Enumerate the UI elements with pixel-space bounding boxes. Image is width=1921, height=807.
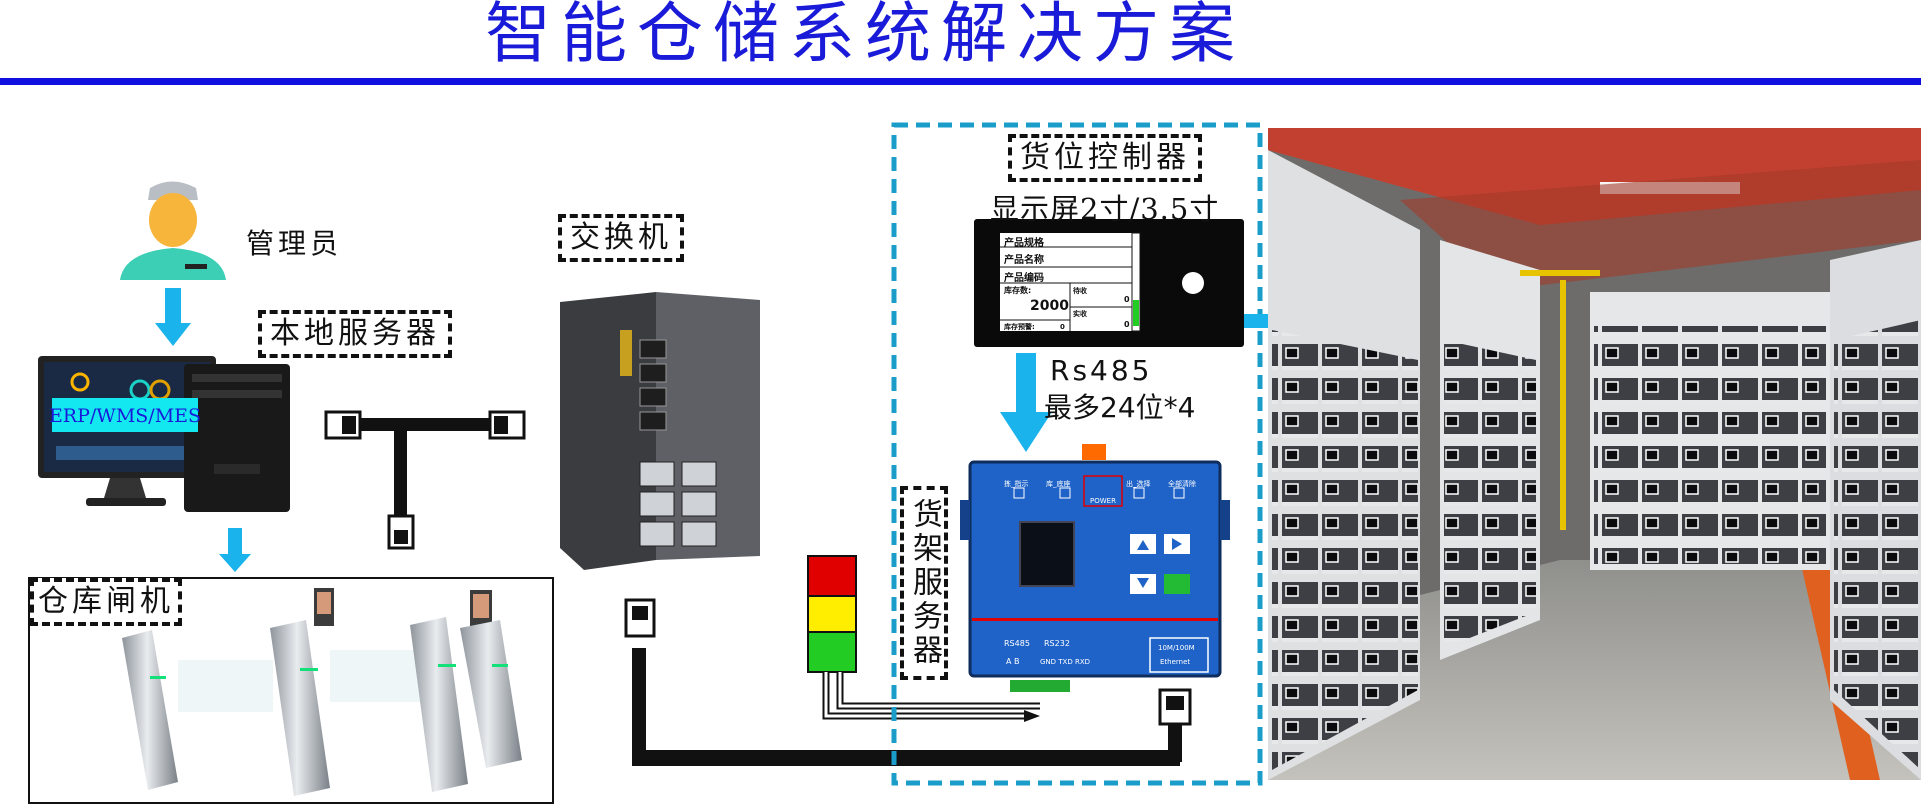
screen-stock-value: 2000 (1030, 298, 1069, 314)
device-eth-speed: 10M/100M (1158, 644, 1195, 652)
device-button-2-label: 库_底座 (1046, 479, 1071, 488)
page-title: 智能仓储系统解决方案 (485, 0, 1245, 72)
controller-zone-border (891, 122, 1263, 786)
signal-light-icon (807, 555, 1040, 722)
network-switch-icon (560, 292, 760, 570)
device-rs232-port: RS232 (1044, 639, 1070, 648)
screen-bottom-label: 库存预警: (1004, 322, 1035, 331)
device-button-4-label: 全部清除 (1168, 479, 1196, 488)
ethernet-cable-bottom (624, 598, 1192, 766)
screen-row-name: 产品名称 (1004, 253, 1044, 266)
screen-bottom-value: 0 (1060, 323, 1065, 331)
device-serial-pins: GND TXD RXD (1040, 658, 1090, 666)
turnstile-gate-icon (122, 588, 522, 796)
device-rs485-port: RS485 (1004, 639, 1030, 648)
arrow-display-to-server (1000, 353, 1052, 452)
rs485-label: Rs485 (1050, 354, 1153, 387)
screen-row-spec: 产品规格 (1004, 236, 1045, 249)
local-server-label: 本地服务器 (258, 310, 452, 358)
max-slots-label: 最多24位*4 (1044, 391, 1196, 424)
screen-row-code: 产品编码 (1004, 271, 1044, 284)
erp-label: ERP/WMS/MES (49, 405, 201, 427)
title-underline (0, 78, 1921, 85)
warehouse-shelf-photo (1268, 128, 1921, 780)
device-button-3-label: 出_选择 (1126, 479, 1151, 488)
screen-col-a-label: 待收 (1073, 286, 1088, 295)
display-size-label: 显示屏2寸/3.5寸 (990, 192, 1220, 226)
network-cable-icon (324, 410, 526, 550)
device-power-label: POWER (1090, 497, 1116, 505)
screen-col-a-value: 0 (1124, 295, 1130, 304)
screen-col-b-value: 0 (1124, 320, 1130, 329)
device-ab-pins: A B (1006, 657, 1020, 666)
screen-stock-label: 库存数: (1004, 285, 1031, 295)
gate-label: 仓库闸机 (30, 578, 182, 626)
device-button-1-label: 拣_指示 (1004, 479, 1029, 488)
server-computer-icon (38, 356, 290, 512)
erp-banner (52, 398, 198, 432)
arrow-admin-to-server (155, 288, 191, 346)
screen-col-b-label: 实收 (1073, 309, 1088, 318)
arrow-server-to-gate (219, 528, 251, 572)
switch-label: 交换机 (558, 214, 684, 262)
admin-label: 管理员 (246, 227, 343, 260)
administrator-icon (120, 181, 226, 280)
slot-controller-label: 货位控制器 (1008, 134, 1202, 182)
shelf-server-label: 货架服务器 (900, 486, 948, 680)
slot-controller-display (974, 219, 1244, 347)
shelf-server-device (960, 444, 1230, 692)
device-eth-label: Ethernet (1160, 658, 1190, 666)
